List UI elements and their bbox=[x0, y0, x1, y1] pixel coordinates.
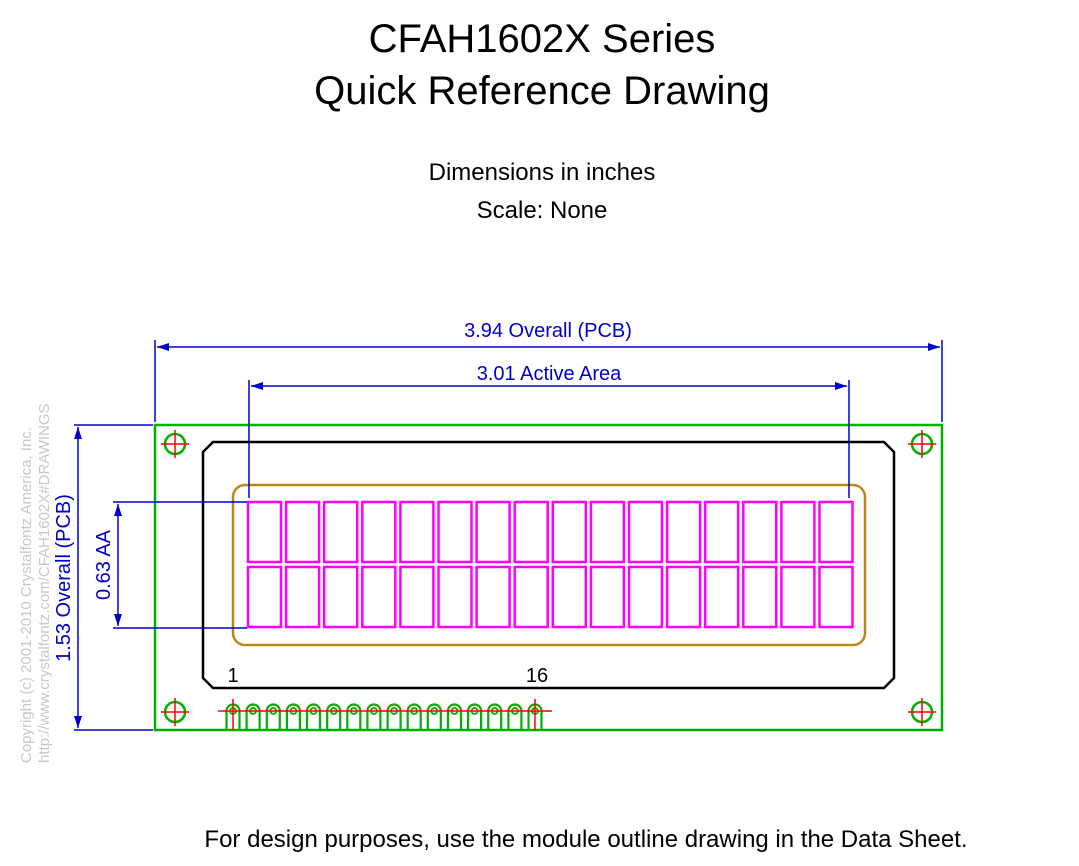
connector-pin bbox=[446, 703, 463, 730]
connector-pin bbox=[366, 703, 382, 730]
character-cell bbox=[513, 565, 549, 629]
overall-height-dimension bbox=[74, 424, 153, 731]
connector-pin bbox=[386, 703, 402, 730]
connector-pin bbox=[245, 703, 261, 730]
character-cell bbox=[322, 500, 359, 564]
connector-pin bbox=[346, 703, 362, 730]
connector-pin bbox=[285, 703, 301, 730]
character-cell bbox=[703, 565, 740, 629]
connector-pin bbox=[305, 703, 322, 730]
active-height-label: 0.63 AA bbox=[93, 529, 115, 600]
character-cell bbox=[551, 565, 588, 629]
character-cell bbox=[627, 500, 664, 564]
mounting-hole bbox=[161, 698, 189, 726]
character-cell bbox=[780, 500, 816, 564]
pcb-outline bbox=[153, 423, 944, 732]
character-cell bbox=[399, 500, 435, 564]
connector-pin bbox=[426, 703, 442, 730]
overall-width-dimension bbox=[154, 340, 943, 422]
character-cell bbox=[361, 565, 397, 629]
connector-pin bbox=[265, 703, 281, 730]
character-cell bbox=[818, 500, 854, 564]
active-width-dimension bbox=[248, 380, 850, 498]
units-note: Dimensions in inches bbox=[428, 159, 656, 186]
title-line-2: Quick Reference Drawing bbox=[314, 69, 770, 113]
character-cell bbox=[246, 565, 283, 629]
active-height-dimension bbox=[113, 501, 247, 629]
character-cell bbox=[322, 565, 359, 629]
connector-pin bbox=[406, 703, 422, 730]
title-line-1: CFAH1602X Series bbox=[368, 17, 716, 61]
character-cell bbox=[703, 500, 740, 564]
mounting-hole bbox=[908, 430, 936, 458]
character-cell bbox=[399, 565, 435, 629]
character-cell bbox=[742, 565, 778, 629]
character-cell bbox=[437, 565, 473, 629]
character-cell bbox=[589, 565, 626, 629]
connector-pin bbox=[487, 703, 503, 730]
design-note: For design purposes, use the module outl… bbox=[204, 826, 968, 853]
scale-note: Scale: None bbox=[476, 197, 608, 224]
connector-pin bbox=[326, 703, 342, 730]
bezel-outline bbox=[201, 440, 896, 690]
overall-width-label: 3.94 Overall (PCB) bbox=[464, 320, 632, 342]
connector-pin bbox=[467, 703, 483, 730]
character-cell bbox=[475, 500, 511, 564]
overall-height-label: 1.53 Overall (PCB) bbox=[53, 494, 75, 662]
character-cell bbox=[284, 500, 321, 564]
character-cell bbox=[246, 500, 283, 564]
character-cell bbox=[780, 565, 816, 629]
pin-1-label: 1 bbox=[227, 665, 238, 687]
character-cell bbox=[627, 565, 664, 629]
character-cell bbox=[284, 565, 321, 629]
mounting-hole bbox=[908, 698, 936, 726]
character-cell bbox=[475, 565, 511, 629]
connector-pins bbox=[225, 703, 543, 730]
character-cell bbox=[742, 500, 778, 564]
character-cell bbox=[437, 500, 473, 564]
character-cell bbox=[665, 565, 702, 629]
character-cell bbox=[513, 500, 549, 564]
mounting-hole bbox=[161, 430, 189, 458]
pin-16-label: 16 bbox=[526, 665, 548, 687]
character-grid bbox=[246, 500, 854, 629]
connector-pin bbox=[507, 703, 523, 730]
character-cell bbox=[551, 500, 588, 564]
viewing-area bbox=[231, 483, 867, 647]
character-cell bbox=[818, 565, 854, 629]
active-width-label: 3.01 Active Area bbox=[477, 363, 622, 385]
character-cell bbox=[361, 500, 397, 564]
character-cell bbox=[665, 500, 702, 564]
character-cell bbox=[589, 500, 626, 564]
